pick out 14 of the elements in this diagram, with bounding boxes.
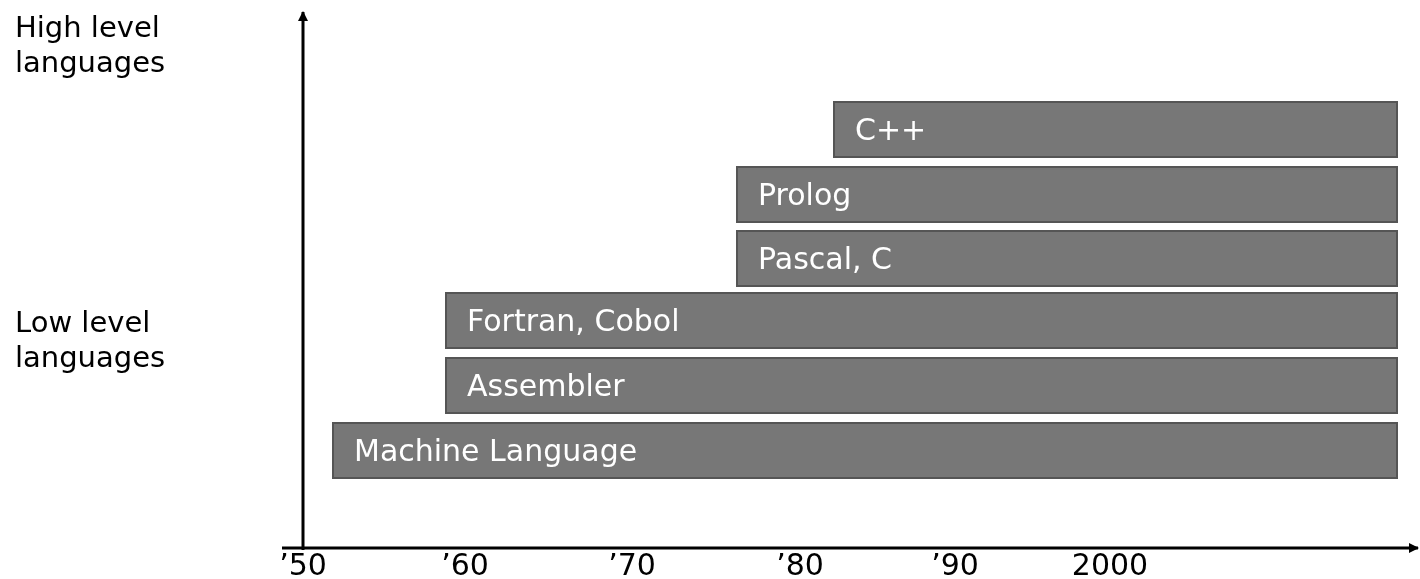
language-bar: Pascal, C — [736, 230, 1398, 287]
language-bar: C++ — [833, 101, 1398, 158]
tick-label: ’50 — [279, 553, 327, 577]
axis-note: Low level languages — [15, 305, 167, 375]
tick-label: ’80 — [776, 553, 824, 577]
language-bar: Fortran, Cobol — [445, 292, 1398, 349]
axis-note: High level languages — [15, 10, 167, 80]
language-bar: Assembler — [445, 357, 1398, 414]
language-bar: Machine Language — [332, 422, 1398, 479]
tick-label: ’90 — [931, 553, 979, 577]
tick-label: 2000 — [1071, 553, 1149, 577]
language-bar: Prolog — [736, 166, 1398, 223]
tick-label: ’70 — [608, 553, 656, 577]
tick-label: ’60 — [441, 553, 489, 577]
